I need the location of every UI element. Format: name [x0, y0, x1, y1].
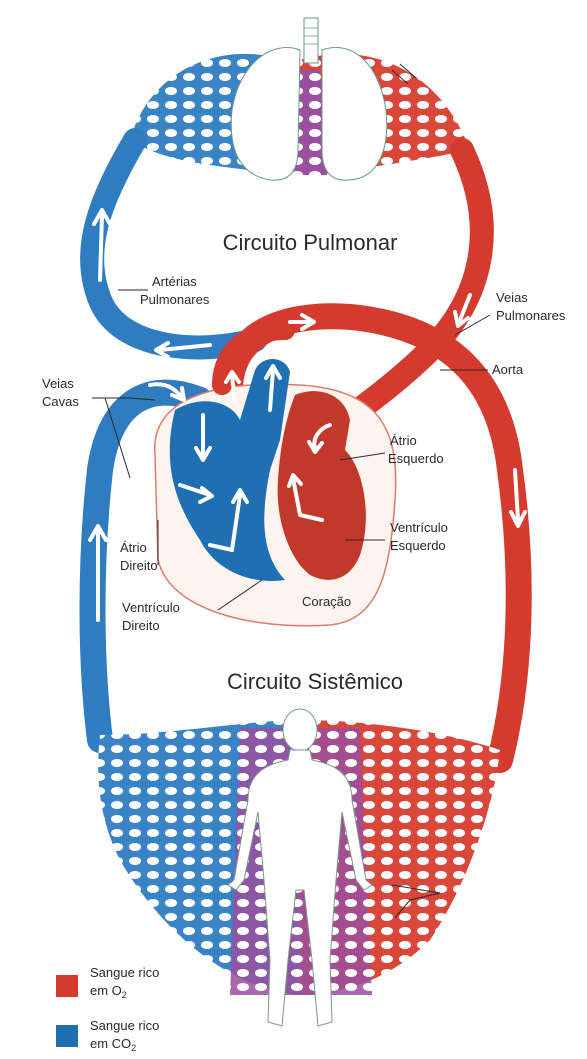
legend-oxygen-line2: em O2 — [90, 983, 127, 1000]
label-left-ventricle-line1: Ventrículo — [390, 520, 448, 535]
legend-swatch-co2 — [56, 1025, 78, 1047]
label-pulm-veins-line1: Veias — [496, 290, 528, 305]
legend-oxygen-text: em O — [90, 983, 122, 998]
legend: Sangue rico em O2 Sangue rico em CO2 — [56, 965, 159, 1053]
legend-oxygen-line1: Sangue rico — [90, 965, 159, 980]
legend-oxygen-subscript: 2 — [122, 990, 127, 1000]
heart — [155, 330, 396, 626]
label-right-atrium-line1: Átrio — [120, 540, 147, 555]
label-cavas-line2: Cavas — [42, 394, 79, 409]
label-cavas-line1: Veias — [42, 376, 74, 391]
label-right-atrium-line2: Direito — [120, 558, 158, 573]
label-pulm-veins-line2: Pulmonares — [496, 308, 566, 323]
title-systemic-circuit: Circuito Sistêmico — [227, 669, 403, 694]
legend-swatch-oxygen — [56, 975, 78, 997]
legend-co2-subscript: 2 — [131, 1043, 136, 1053]
legend-co2-line2: em CO2 — [90, 1036, 136, 1053]
pulmonary-vein — [330, 150, 482, 430]
label-left-atrium-line2: Esquerdo — [388, 451, 444, 466]
title-pulmonary-circuit: Circuito Pulmonar — [223, 230, 398, 255]
label-arteries-line1: Artérias — [152, 274, 197, 289]
legend-co2-text: em CO — [90, 1036, 131, 1051]
label-right-ventricle-line2: Direito — [122, 618, 160, 633]
legend-co2-line1: Sangue rico — [90, 1018, 159, 1033]
label-aorta: Aorta — [492, 362, 524, 377]
label-left-atrium-line1: Átrio — [390, 433, 417, 448]
label-heart: Coração — [302, 594, 351, 609]
label-left-ventricle-line2: Esquerdo — [390, 538, 446, 553]
label-right-ventricle-line1: Ventrículo — [122, 600, 180, 615]
label-arteries-line2: Pulmonares — [140, 292, 210, 307]
